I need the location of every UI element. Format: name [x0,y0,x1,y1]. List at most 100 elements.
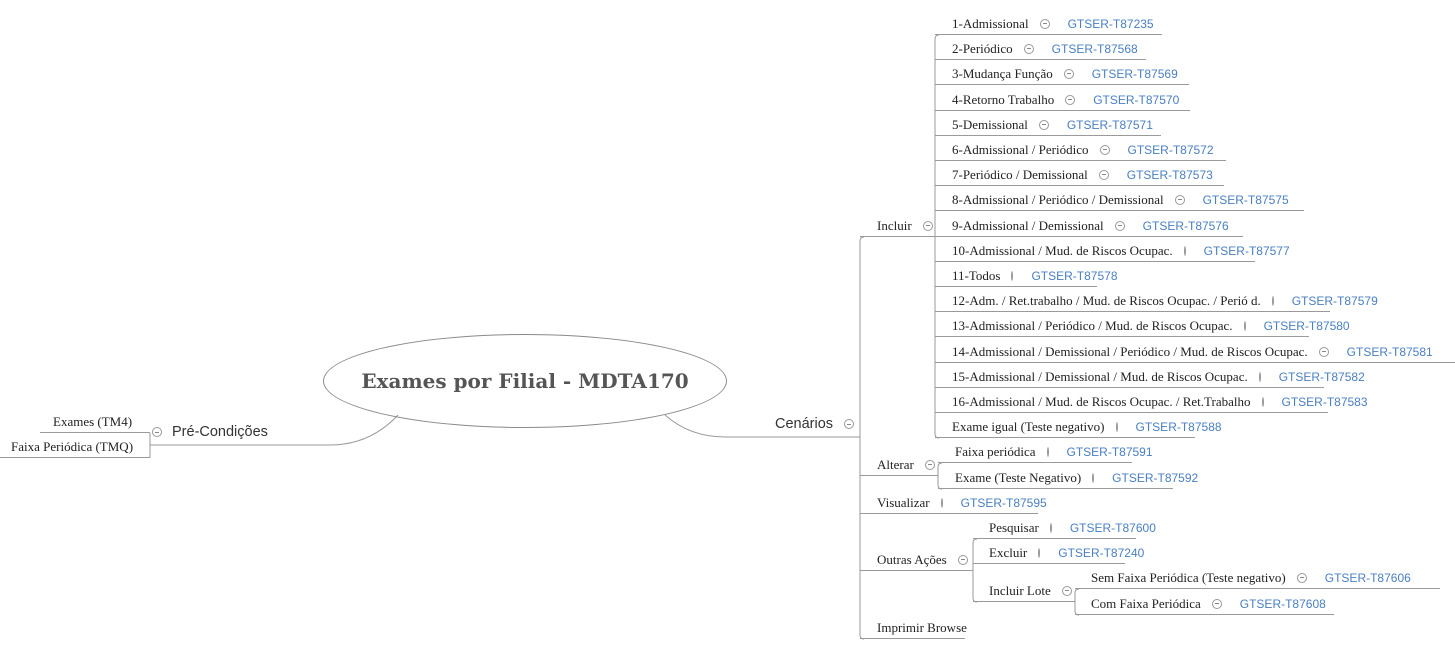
collapse-icon[interactable] [1038,547,1041,558]
precondicao-item[interactable]: Faixa Periódica (TMQ) [0,436,150,458]
collapse-icon[interactable] [1296,572,1307,583]
collapse-icon[interactable] [1318,346,1329,357]
precondicoes-node[interactable]: Pré-Condições [150,419,330,445]
node-label: 6-Admissional / Periódico [952,141,1089,157]
incluir-item[interactable]: 1-Admissional GTSER-T87235 [935,13,1162,35]
test-case-link[interactable]: GTSER-T87573 [1126,167,1213,182]
incluir-item[interactable]: 13-Admissional / Periódico / Mud. de Ris… [935,315,1350,337]
incluir-item[interactable]: 16-Admissional / Mud. de Riscos Ocupac. … [935,391,1368,413]
collapse-icon[interactable] [1243,320,1246,331]
test-case-link[interactable]: GTSER-T87569 [1091,66,1178,81]
test-case-link[interactable]: GTSER-T87580 [1263,318,1350,333]
collapse-icon[interactable] [1063,68,1074,79]
test-case-link[interactable]: GTSER-T87581 [1346,344,1433,359]
collapse-icon[interactable] [1258,371,1261,382]
collapse-icon[interactable] [1115,421,1118,432]
node-label: Imprimir Browse [877,619,967,635]
test-case-link[interactable]: GTSER-T87592 [1112,470,1199,485]
test-case-link[interactable]: GTSER-T87570 [1093,92,1180,107]
collapse-icon[interactable] [1211,598,1222,609]
collapse-icon[interactable] [1039,18,1050,29]
collapse-icon[interactable] [1049,522,1052,533]
incluir-node[interactable]: Incluir [860,215,935,237]
collapse-icon[interactable] [1065,94,1076,105]
incluir-item[interactable]: 12-Adm. / Ret.trabalho / Mud. de Riscos … [935,290,1378,312]
test-case-link[interactable]: GTSER-T87577 [1203,243,1290,258]
collapse-icon[interactable] [1174,194,1185,205]
collapse-icon[interactable] [1099,144,1110,155]
test-case-link[interactable]: GTSER-T87571 [1066,117,1153,132]
collapse-icon[interactable] [1261,396,1264,407]
collapse-icon[interactable] [1023,43,1034,54]
incluir-item[interactable]: 10-Admissional / Mud. de Riscos Ocupac. G… [935,240,1290,262]
test-case-link[interactable]: GTSER-T87578 [1031,268,1118,283]
test-case-link[interactable]: GTSER-T87595 [960,495,1047,510]
test-case-link[interactable]: GTSER-T87588 [1135,419,1222,434]
test-case-link[interactable]: GTSER-T87606 [1324,570,1411,585]
test-case-link[interactable]: GTSER-T87608 [1239,596,1326,611]
node-label: Sem Faixa Periódica (Teste negativo) [1091,569,1286,585]
collapse-icon[interactable] [844,419,855,429]
collapse-icon[interactable] [1061,585,1072,596]
node-label: Cenários [775,416,834,432]
central-topic[interactable]: Exames por Filial - MDTA170 [323,334,727,428]
collapse-icon[interactable] [1038,119,1049,130]
imprimir-browse-node[interactable]: Imprimir Browse [860,617,967,639]
test-case-link[interactable]: GTSER-T87235 [1067,16,1154,31]
node-label: 1-Admissional [952,15,1029,31]
incluir-item[interactable]: Exame igual (Teste negativo)GTSER-T87588 [935,416,1222,438]
incluir-item[interactable]: 15-Admissional / Demissional / Mud. de R… [935,366,1365,388]
visualizar-node[interactable]: Visualizar GTSER-T87595 [860,492,1047,514]
incluir-lote-node[interactable]: Incluir Lote [973,580,1075,602]
incluir-item[interactable]: 6-Admissional / Periódico GTSER-T87572 [935,139,1226,161]
collapse-icon[interactable] [1183,245,1186,256]
precondicao-item[interactable]: Exames (TM4) [40,411,150,433]
test-case-link[interactable]: GTSER-T87582 [1278,369,1365,384]
collapse-icon[interactable] [957,554,968,565]
test-case-link[interactable]: GTSER-T87600 [1069,520,1156,535]
test-case-link[interactable]: GTSER-T87240 [1058,545,1145,560]
node-label: Exame (Teste Negativo) [955,469,1082,485]
alterar-node[interactable]: Alterar [860,454,938,476]
test-case-link[interactable]: GTSER-T87583 [1281,394,1368,409]
test-case-link[interactable]: GTSER-T87591 [1066,444,1153,459]
incluir-lote-item[interactable]: Sem Faixa Periódica (Teste negativo) GTSE… [1075,567,1440,589]
node-label: Visualizar [877,494,930,510]
collapse-icon[interactable] [152,427,162,437]
test-case-link[interactable]: GTSER-T87575 [1202,192,1289,207]
outras-acoes-node[interactable]: Outras Ações [860,549,973,571]
test-case-link[interactable]: GTSER-T87572 [1127,142,1214,157]
collapse-icon[interactable] [1271,295,1274,306]
collapse-icon[interactable] [924,459,935,470]
cenarios-node[interactable]: Cenários [725,411,860,437]
collapse-icon[interactable] [1098,169,1109,180]
collapse-icon[interactable] [922,220,933,231]
incluir-item[interactable]: 14-Admissional / Demissional / Periódico… [935,341,1455,363]
alterar-item[interactable]: Faixa periódica GTSER-T87591 [938,441,1153,463]
node-label: 10-Admissional / Mud. de Riscos Ocupac. [952,242,1173,258]
node-label: Faixa periódica [955,443,1036,459]
test-case-link[interactable]: GTSER-T87568 [1051,41,1138,56]
collapse-icon[interactable] [1046,446,1049,457]
collapse-icon[interactable] [1092,472,1095,483]
connector-cenarios-children [859,236,865,640]
collapse-icon[interactable] [940,497,943,508]
connector-cenarios [664,414,860,438]
central-topic-title: Exames por Filial - MDTA170 [361,369,689,393]
test-case-link[interactable]: GTSER-T87579 [1291,293,1378,308]
alterar-item[interactable]: Exame (Teste Negativo) GTSER-T87592 [938,467,1198,489]
test-case-link[interactable]: GTSER-T87576 [1142,218,1229,233]
collapse-icon[interactable] [1114,220,1125,231]
collapse-icon[interactable] [1011,270,1014,281]
